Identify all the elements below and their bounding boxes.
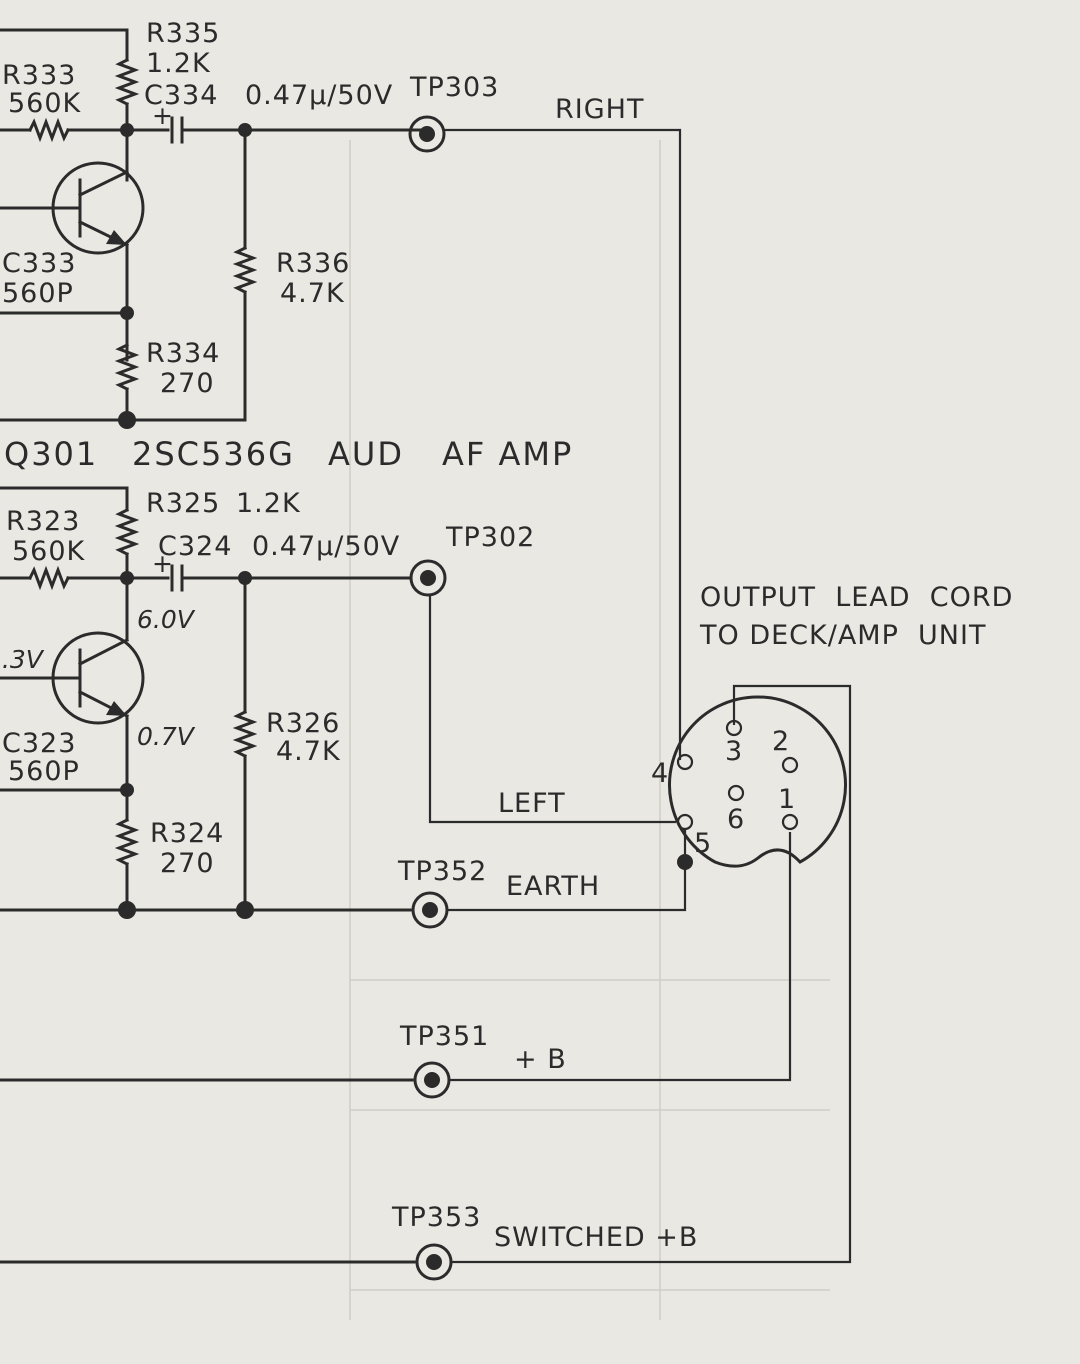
c333-ref: C333: [2, 248, 76, 279]
r324-resistor: [114, 817, 140, 867]
background-print-through: [349, 140, 830, 1320]
emitter-voltage: 0.7V: [137, 722, 196, 751]
r334-value: 270: [160, 368, 215, 399]
pin-2-label: 2: [772, 726, 790, 757]
transistor-grade: AUD: [328, 435, 404, 473]
r325-resistor: [114, 507, 140, 557]
r333-value: 560K: [8, 88, 82, 119]
earth-label: EARTH: [506, 871, 600, 902]
output-caption: OUTPUT LEAD CORD TO DECK/AMP UNIT: [699, 582, 1013, 651]
base-voltage: 1.3V: [0, 645, 45, 674]
r325-value: 1.2K: [236, 488, 301, 519]
c334-value: 0.47μ/50V: [245, 80, 393, 111]
tp303-label: TP303: [409, 72, 499, 103]
r334-resistor: [114, 342, 140, 392]
earth-rail: TP352 EARTH: [0, 856, 687, 929]
r323-value: 560K: [12, 536, 86, 567]
r326-ref: R326: [266, 708, 340, 739]
c324-value: 0.47μ/50V: [252, 531, 400, 562]
r324-value: 270: [160, 848, 215, 879]
r336-resistor: [232, 245, 258, 295]
tp351-label: TP351: [399, 1021, 489, 1052]
output-title-line2: TO DECK/AMP UNIT: [699, 620, 986, 651]
transistor-ref: Q301: [4, 435, 98, 473]
din-connector: 1 2 3 4 5 6: [651, 695, 847, 870]
c324-ref: C324: [158, 531, 232, 562]
svg-text:+: +: [152, 549, 174, 578]
tp303-right-path: TP303 RIGHT: [408, 72, 682, 760]
transistor-function: AF AMP: [442, 435, 573, 473]
r336-value: 4.7K: [280, 278, 345, 309]
left-label: LEFT: [498, 788, 566, 819]
lower-stage: + R325 1.2K R323 560K C324 0.47μ/50V 6.0…: [0, 486, 412, 912]
switched-b-label: SWITCHED +B: [494, 1222, 698, 1253]
c334-ref: C334: [144, 80, 218, 111]
svg-text:+: +: [152, 101, 174, 130]
tp303-testpoint: [408, 115, 446, 153]
r335-ref: R335: [146, 18, 220, 49]
r325-ref: R325: [146, 488, 220, 519]
pin-6: [727, 784, 745, 802]
pin-1-label: 1: [778, 784, 796, 815]
right-label: RIGHT: [555, 94, 644, 125]
r326-resistor: [232, 709, 258, 759]
tp302-label: TP302: [445, 522, 535, 553]
pin-4-label: 4: [651, 758, 669, 789]
pin-5: [676, 813, 694, 831]
r323-ref: R323: [6, 506, 80, 537]
collector-voltage: 6.0V: [137, 605, 196, 634]
upper-stage: + R335 1.2K R333 560K C334 0.47μ/50V C33…: [0, 18, 427, 429]
tp302-testpoint: [409, 559, 447, 597]
r335-value: 1.2K: [146, 48, 211, 79]
tp352-label: TP352: [397, 856, 487, 887]
c333-value: 560P: [2, 278, 74, 309]
plus-b-rail: TP351 + B: [0, 832, 792, 1099]
r333-ref: R333: [2, 60, 76, 91]
transistor-part: 2SC536G: [132, 435, 295, 473]
r335-resistor: [114, 57, 140, 107]
r323-resistor: [27, 565, 71, 591]
pin-5-label: 5: [694, 828, 712, 859]
c323-ref: C323: [2, 728, 76, 759]
r326-value: 4.7K: [276, 736, 341, 767]
r334-ref: R334: [146, 338, 220, 369]
pin-6-label: 6: [727, 804, 745, 835]
pin-2: [781, 756, 799, 774]
pin-4: [676, 753, 694, 771]
stage-title: Q301 2SC536G AUD AF AMP: [4, 435, 573, 473]
r333-resistor: [27, 117, 71, 143]
pin-3-label: 3: [725, 736, 743, 767]
tp302-left-path: TP302 LEFT: [409, 522, 676, 824]
r324-ref: R324: [150, 818, 224, 849]
pin-1: [781, 813, 799, 831]
tp353-label: TP353: [391, 1202, 481, 1233]
output-title-line1: OUTPUT LEAD CORD: [700, 582, 1013, 613]
pin-3: [725, 719, 743, 737]
din-connector-outline: [668, 695, 847, 868]
plus-b-label: + B: [514, 1044, 567, 1075]
c323-value: 560P: [8, 756, 80, 787]
r336-ref: R336: [276, 248, 350, 279]
